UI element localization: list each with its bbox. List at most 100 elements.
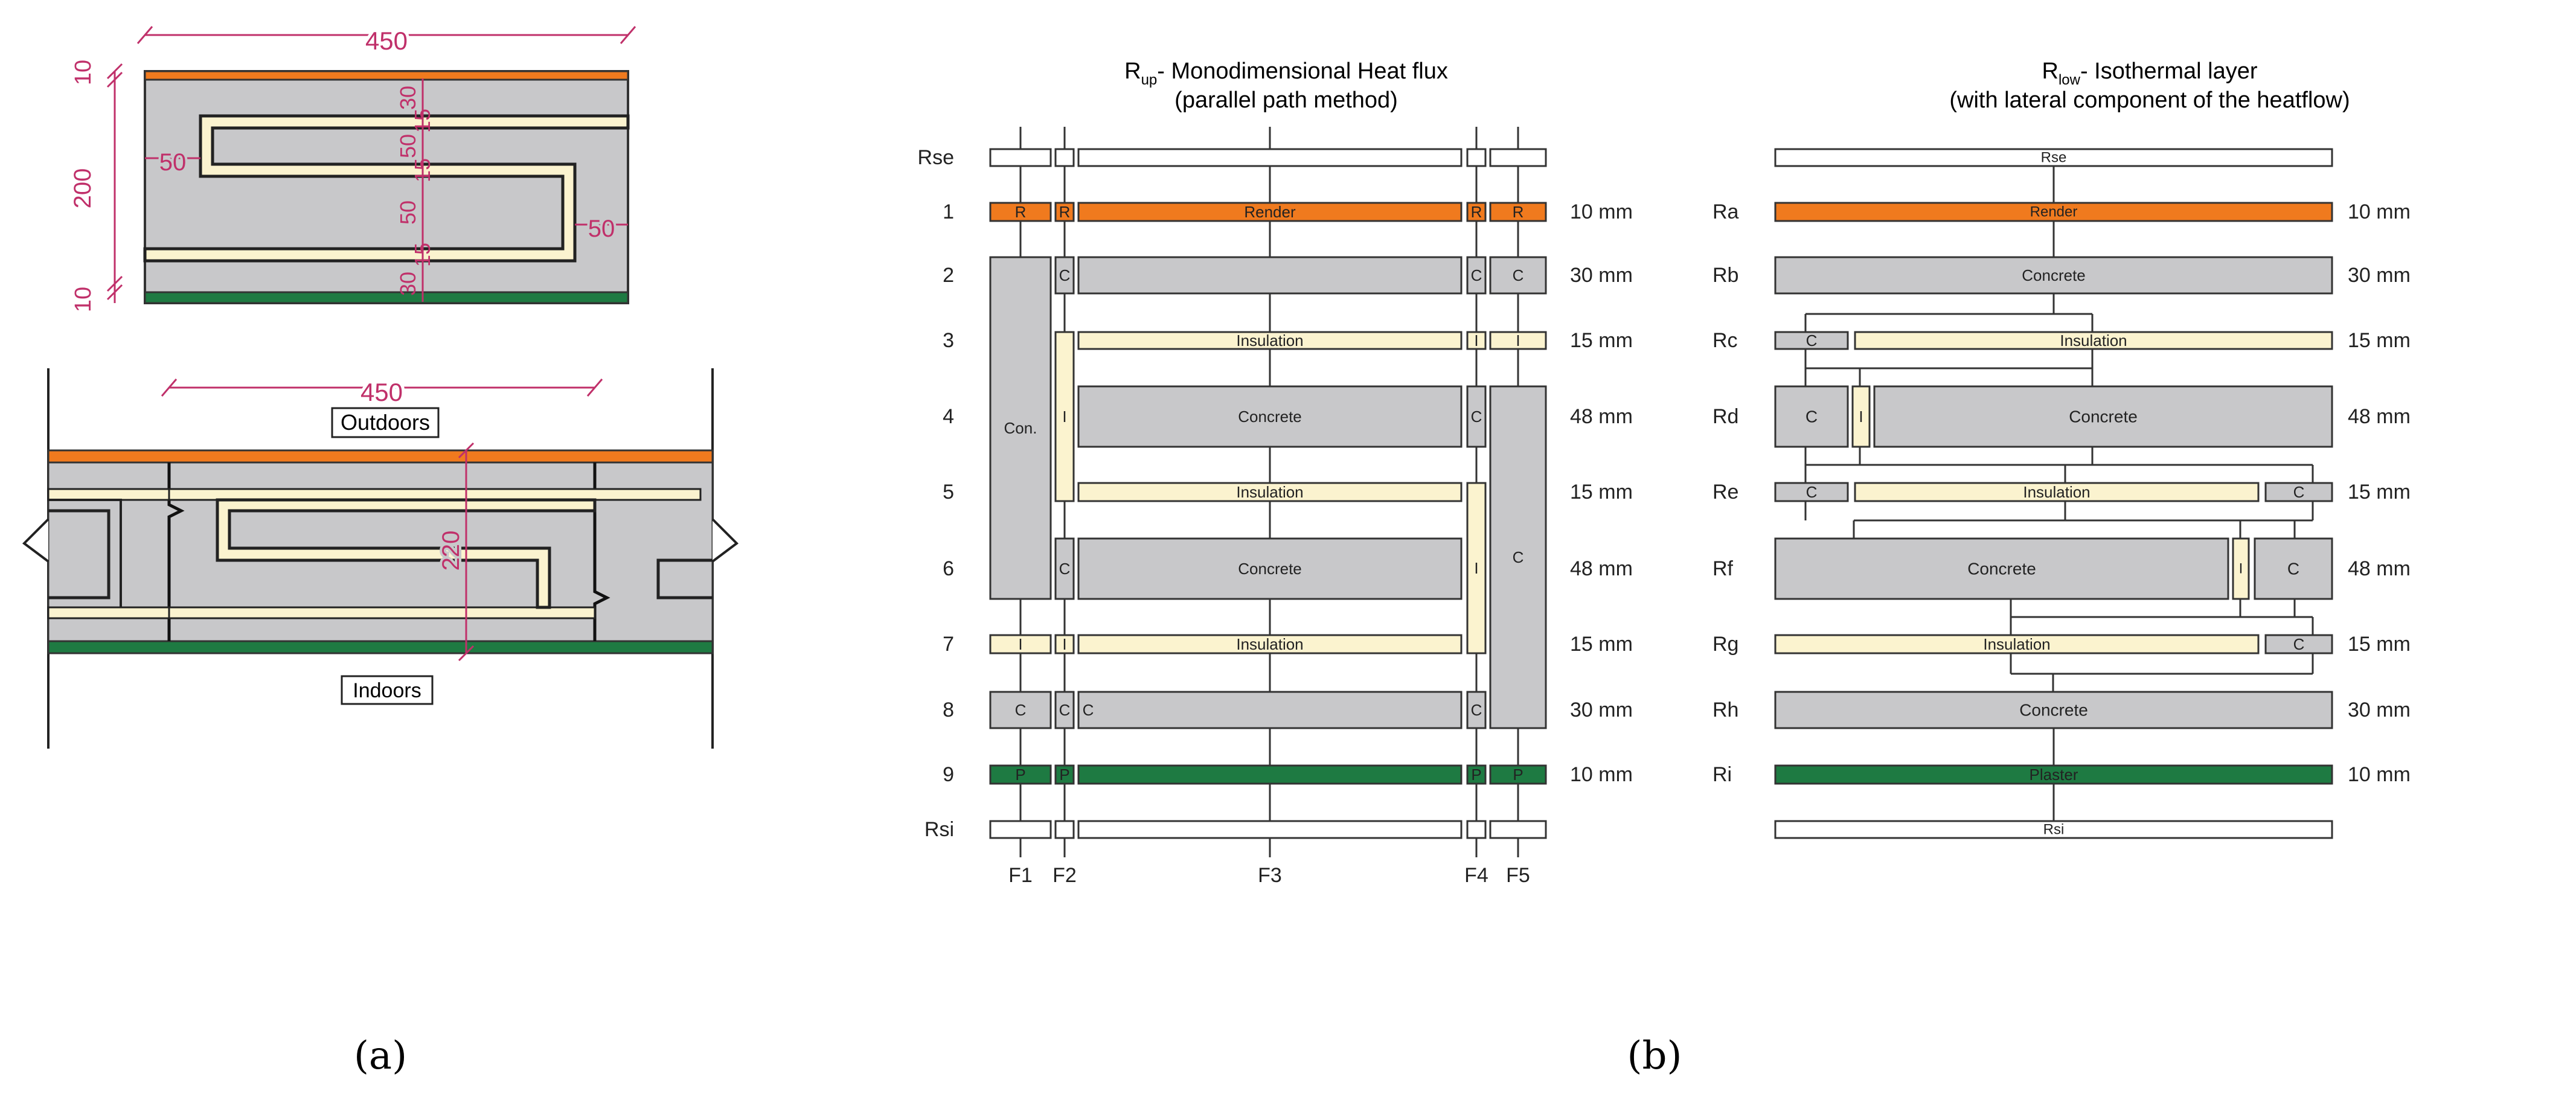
outdoors-box xyxy=(331,407,440,438)
row-label: Rh xyxy=(1713,699,1738,721)
left-title-line1: Rup- Monodimensional Heat flux xyxy=(1124,59,1448,88)
row-label: 2 xyxy=(943,264,954,287)
resistance-box xyxy=(1466,256,1487,295)
resistance-label: Insulation xyxy=(1236,331,1303,350)
resistance-box xyxy=(1054,331,1075,502)
thickness-label: 48 mm xyxy=(2348,405,2411,428)
resistance-label: P xyxy=(1513,766,1523,784)
thickness-label: 15 mm xyxy=(2348,633,2411,656)
resistance-box xyxy=(1054,148,1075,167)
resistance-label: I xyxy=(1859,408,1863,426)
caption-a: (a) xyxy=(354,1034,407,1078)
resistance-label: Insulation xyxy=(2060,331,2127,350)
resistance-label: Render xyxy=(2030,204,2078,220)
resistance-box xyxy=(1466,820,1487,839)
resistance-box xyxy=(1774,764,2333,785)
resistance-box xyxy=(1774,256,2333,295)
panel-a-bottom-assembly xyxy=(22,368,739,749)
layer-dim-label: 15 xyxy=(410,109,435,133)
resistance-label: Insulation xyxy=(1236,635,1303,653)
top-height-label: 200 xyxy=(69,168,96,209)
concrete-body xyxy=(144,70,629,304)
resistance-label: C xyxy=(1513,548,1524,566)
resistance-box xyxy=(1774,385,1849,448)
row-label: 1 xyxy=(943,200,954,223)
thickness-label: 10 mm xyxy=(2348,763,2411,786)
dimension-tick xyxy=(458,442,475,459)
resistance-label: C xyxy=(1015,701,1027,719)
resistance-box xyxy=(1489,820,1547,839)
resistance-box xyxy=(1774,202,2333,222)
resistance-label: P xyxy=(1015,766,1025,784)
resistance-box xyxy=(2264,634,2333,654)
assembled-render xyxy=(47,449,714,464)
row-label: Rb xyxy=(1713,264,1738,287)
thickness-label: 10 mm xyxy=(1570,200,1633,223)
row-label: Ri xyxy=(1713,763,1732,786)
layer-dim-label: 50 xyxy=(396,134,420,158)
break-symbol-right xyxy=(711,518,739,563)
dimension-tick xyxy=(136,26,153,44)
row-label: Rse xyxy=(918,146,954,169)
row-label: Re xyxy=(1713,481,1738,504)
layer-dim-label: 30 xyxy=(396,86,420,110)
dimension-tick xyxy=(586,379,603,397)
resistance-box xyxy=(1077,764,1463,785)
resistance-label: Rse xyxy=(2041,150,2067,166)
thickness-label: 15 mm xyxy=(1570,633,1633,656)
resistance-label: C xyxy=(1513,266,1524,284)
thickness-label: 48 mm xyxy=(1570,557,1633,580)
resistance-label: Insulation xyxy=(2023,483,2090,501)
outdoors-label: Outdoors xyxy=(341,410,430,435)
thickness-label: 10 mm xyxy=(2348,200,2411,223)
resistance-box xyxy=(2254,537,2333,600)
layer-thickness-labels: 30 15 50 15 50 15 30 xyxy=(396,86,435,296)
dimension-tick xyxy=(106,275,123,292)
resistance-label: P xyxy=(1471,766,1481,784)
resistance-box xyxy=(1466,148,1487,167)
insulation-inner-edge xyxy=(211,127,628,165)
resistance-box xyxy=(1054,537,1075,600)
resistance-box xyxy=(1077,537,1463,600)
resistance-label: C xyxy=(2293,483,2305,501)
render-layer xyxy=(144,70,629,81)
indoors-box xyxy=(341,675,434,705)
resistance-box xyxy=(989,634,1052,654)
resistance-label: Concrete xyxy=(2019,701,2088,720)
thickness-label: 30 mm xyxy=(1570,699,1633,721)
column-label: F1 xyxy=(1008,864,1033,887)
resistance-box xyxy=(1466,691,1487,729)
resistance-label: C xyxy=(1059,560,1071,578)
resistance-label: I xyxy=(1474,331,1478,350)
resistance-label: C xyxy=(2287,560,2299,578)
row-label: 5 xyxy=(943,481,954,504)
row-label: Rd xyxy=(1713,405,1738,428)
resistance-label: P xyxy=(1059,766,1069,784)
row-label: Rsi xyxy=(924,818,954,841)
left-insulation-loop xyxy=(48,509,111,600)
resistance-box xyxy=(1077,202,1463,222)
resistance-box xyxy=(1774,634,2260,654)
resistance-label: C xyxy=(1059,266,1071,284)
resistance-box xyxy=(1489,148,1547,167)
resistance-label: Concrete xyxy=(1967,560,2036,578)
resistance-box xyxy=(1054,256,1075,295)
insulation-strip xyxy=(47,488,170,501)
resistance-box xyxy=(1077,331,1463,350)
thickness-label: 30 mm xyxy=(2348,699,2411,721)
resistance-label: Render xyxy=(1244,203,1296,221)
resistance-label: R xyxy=(1015,203,1027,221)
insulation-serpentine xyxy=(216,498,597,609)
column-label: F4 xyxy=(1464,864,1488,887)
panel-a-top-dimensions xyxy=(106,26,636,303)
row-label: Ra xyxy=(1713,200,1739,223)
column-label: F2 xyxy=(1053,864,1077,887)
right-gap-label: 50 xyxy=(588,216,615,242)
thickness-label: 15 mm xyxy=(2348,481,2411,504)
resistance-box xyxy=(1077,256,1463,295)
right-insulation-loop xyxy=(656,558,713,600)
resistance-box xyxy=(1077,820,1463,839)
right-title-line1: Rlow- Isothermal layer xyxy=(2042,59,2257,88)
resistance-box xyxy=(1054,202,1075,222)
